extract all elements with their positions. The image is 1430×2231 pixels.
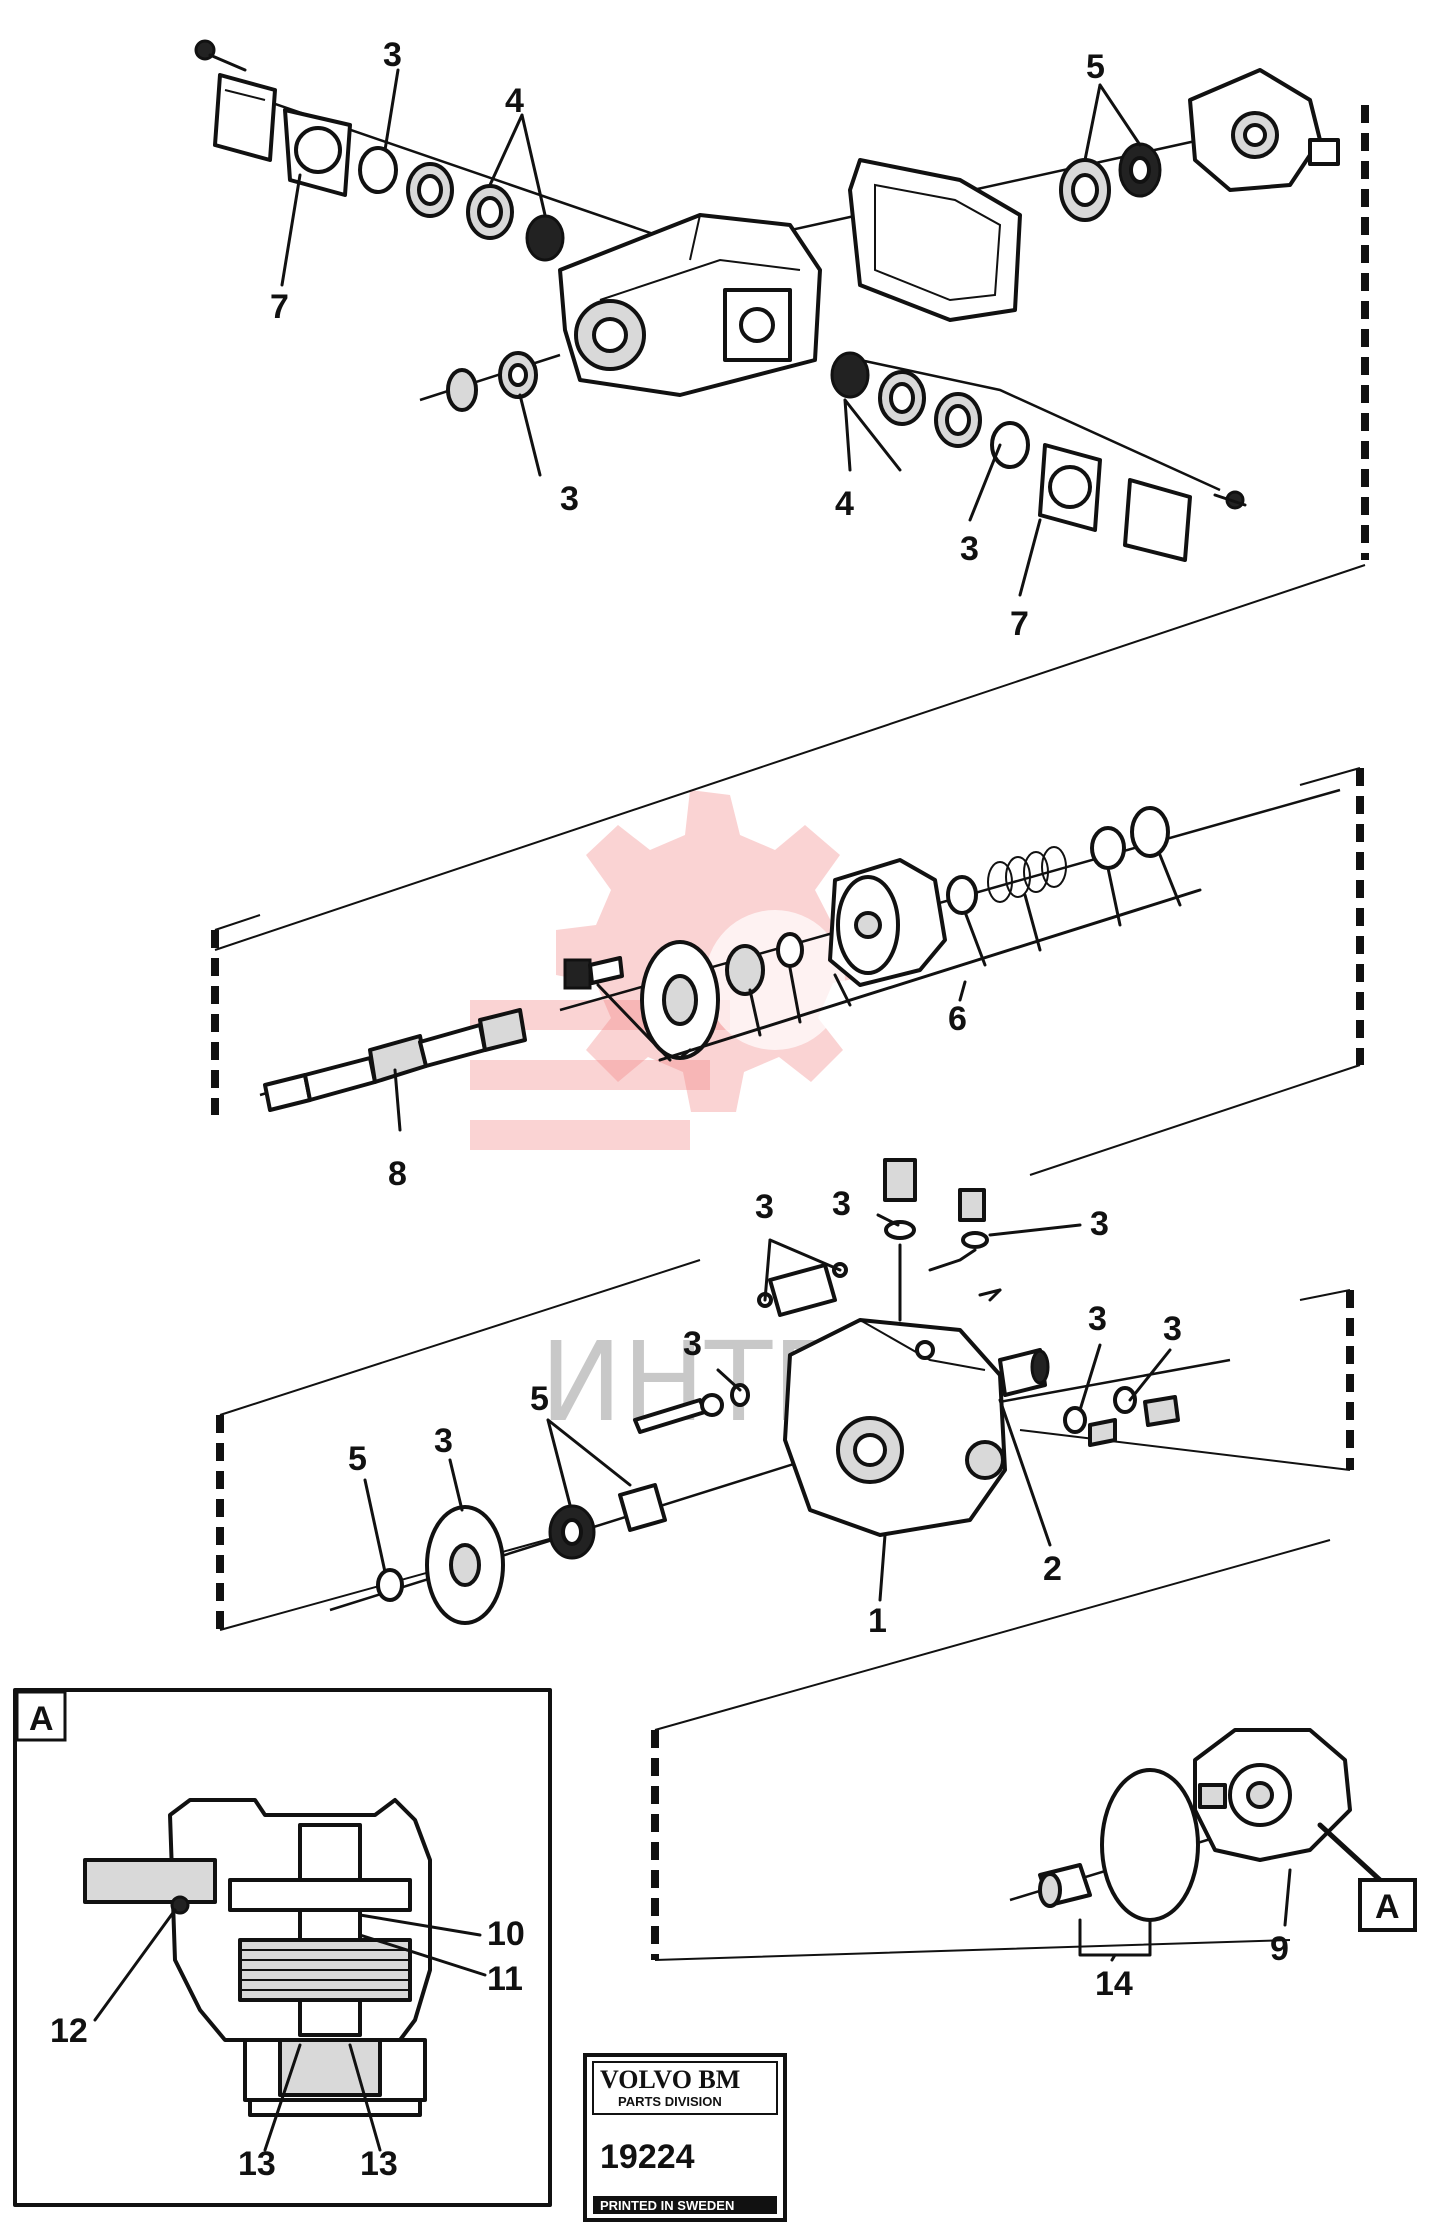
callout-top-3b: 3	[560, 480, 579, 518]
callout-low-5a: 5	[348, 1440, 367, 1478]
callout-pump-14: 14	[1095, 1965, 1133, 2003]
callout-top-4b: 4	[835, 485, 854, 523]
port-plate	[640, 940, 720, 1060]
callout-mid-8: 8	[388, 1155, 407, 1193]
end-cap	[1188, 68, 1340, 192]
cover-plate-left	[194, 39, 277, 162]
gasket	[848, 158, 1022, 322]
cylinder-block	[828, 858, 947, 987]
callout-low-3g: 3	[434, 1422, 453, 1460]
pump-body	[783, 1318, 1007, 1537]
bearing-set-lower-left	[446, 351, 538, 412]
callout-detail-13a: 13	[238, 2145, 276, 2183]
detail-a-box: A 10 11 12 13 13	[13, 1688, 552, 2207]
bearing-set-lower-right	[830, 351, 1030, 469]
charge-pump-group: A 9 14	[651, 1539, 1417, 2003]
spring-seat	[1090, 826, 1126, 870]
spring	[987, 846, 1067, 903]
callout-low-3d: 3	[683, 1325, 702, 1363]
retainer-ring	[776, 932, 804, 968]
bearing-set-top	[406, 162, 565, 262]
callout-top-3c: 3	[960, 530, 979, 568]
plug-right	[730, 1383, 1180, 1447]
callout-low-3e: 3	[1088, 1300, 1107, 1338]
callout-pump-9: 9	[1270, 1930, 1289, 1968]
callout-low-3f: 3	[1163, 1310, 1182, 1348]
stamp-number: 19224	[600, 2138, 695, 2176]
callout-low-3b: 3	[832, 1185, 851, 1223]
drive-shaft	[263, 1008, 527, 1112]
callout-mid-6: 6	[948, 1000, 967, 1038]
top-assembly: 3 4 5 7 3 4 3 7	[194, 36, 1369, 951]
sleeve	[1038, 1863, 1092, 1908]
bolt	[563, 956, 624, 990]
washer	[946, 875, 978, 915]
middle-assembly: 6 8	[211, 767, 1364, 1193]
flange-left	[283, 108, 352, 197]
stamp-division: PARTS DIVISION	[618, 2094, 722, 2109]
guide-pin	[633, 1393, 724, 1434]
spring-washer	[1130, 806, 1170, 858]
charge-pump	[1193, 1728, 1352, 1862]
needle-bearing	[548, 1483, 667, 1560]
top-frame-leader	[214, 564, 1366, 951]
callout-low-1: 1	[868, 1602, 887, 1640]
callout-low-5b: 5	[530, 1380, 549, 1418]
plug-top	[883, 1158, 917, 1240]
small-washer	[376, 1568, 404, 1602]
callout-detail-10: 10	[487, 1915, 525, 1953]
bearing-set-top-right	[1059, 142, 1162, 222]
volvo-parts-stamp: VOLVO BM PARTS DIVISION 19224 PRINTED IN…	[583, 2053, 787, 2222]
flange-right	[1038, 443, 1247, 562]
plug-right-top	[958, 1188, 989, 1249]
callout-pump-tag: A	[1375, 1888, 1400, 1926]
bushing	[725, 944, 765, 996]
callout-detail-12: 12	[50, 2012, 88, 2050]
large-o-ring	[1100, 1768, 1200, 1922]
valve-sleeve	[998, 1348, 1050, 1397]
detail-tag: A	[29, 1700, 54, 1738]
callout-top-3a: 3	[383, 36, 402, 74]
group-bracket-6	[658, 888, 1202, 1062]
stamp-printed: PRINTED IN SWEDEN	[600, 2198, 734, 2213]
callout-low-3c: 3	[1090, 1205, 1109, 1243]
callout-top-5: 5	[1086, 48, 1105, 86]
callout-detail-13b: 13	[360, 2145, 398, 2183]
callout-top-7a: 7	[270, 288, 289, 326]
callout-low-2: 2	[1043, 1550, 1062, 1588]
screw	[978, 1288, 1002, 1297]
callout-top-4a: 4	[505, 82, 524, 120]
callout-low-3a: 3	[755, 1188, 774, 1226]
lower-assembly: 3 3 3 3 3 3 3 5 5 1 2	[216, 1158, 1354, 1640]
thrust-plate	[425, 1505, 505, 1625]
callout-detail-11: 11	[487, 1960, 523, 1998]
pump-housing	[558, 213, 822, 397]
stamp-brand: VOLVO BM	[600, 2065, 740, 2094]
detail-section-view	[83, 1798, 432, 2117]
pump-ref-tag-box	[1358, 1878, 1417, 1932]
cover-gasket	[757, 1262, 848, 1317]
callout-top-7b: 7	[1010, 605, 1029, 643]
o-ring	[358, 146, 398, 194]
